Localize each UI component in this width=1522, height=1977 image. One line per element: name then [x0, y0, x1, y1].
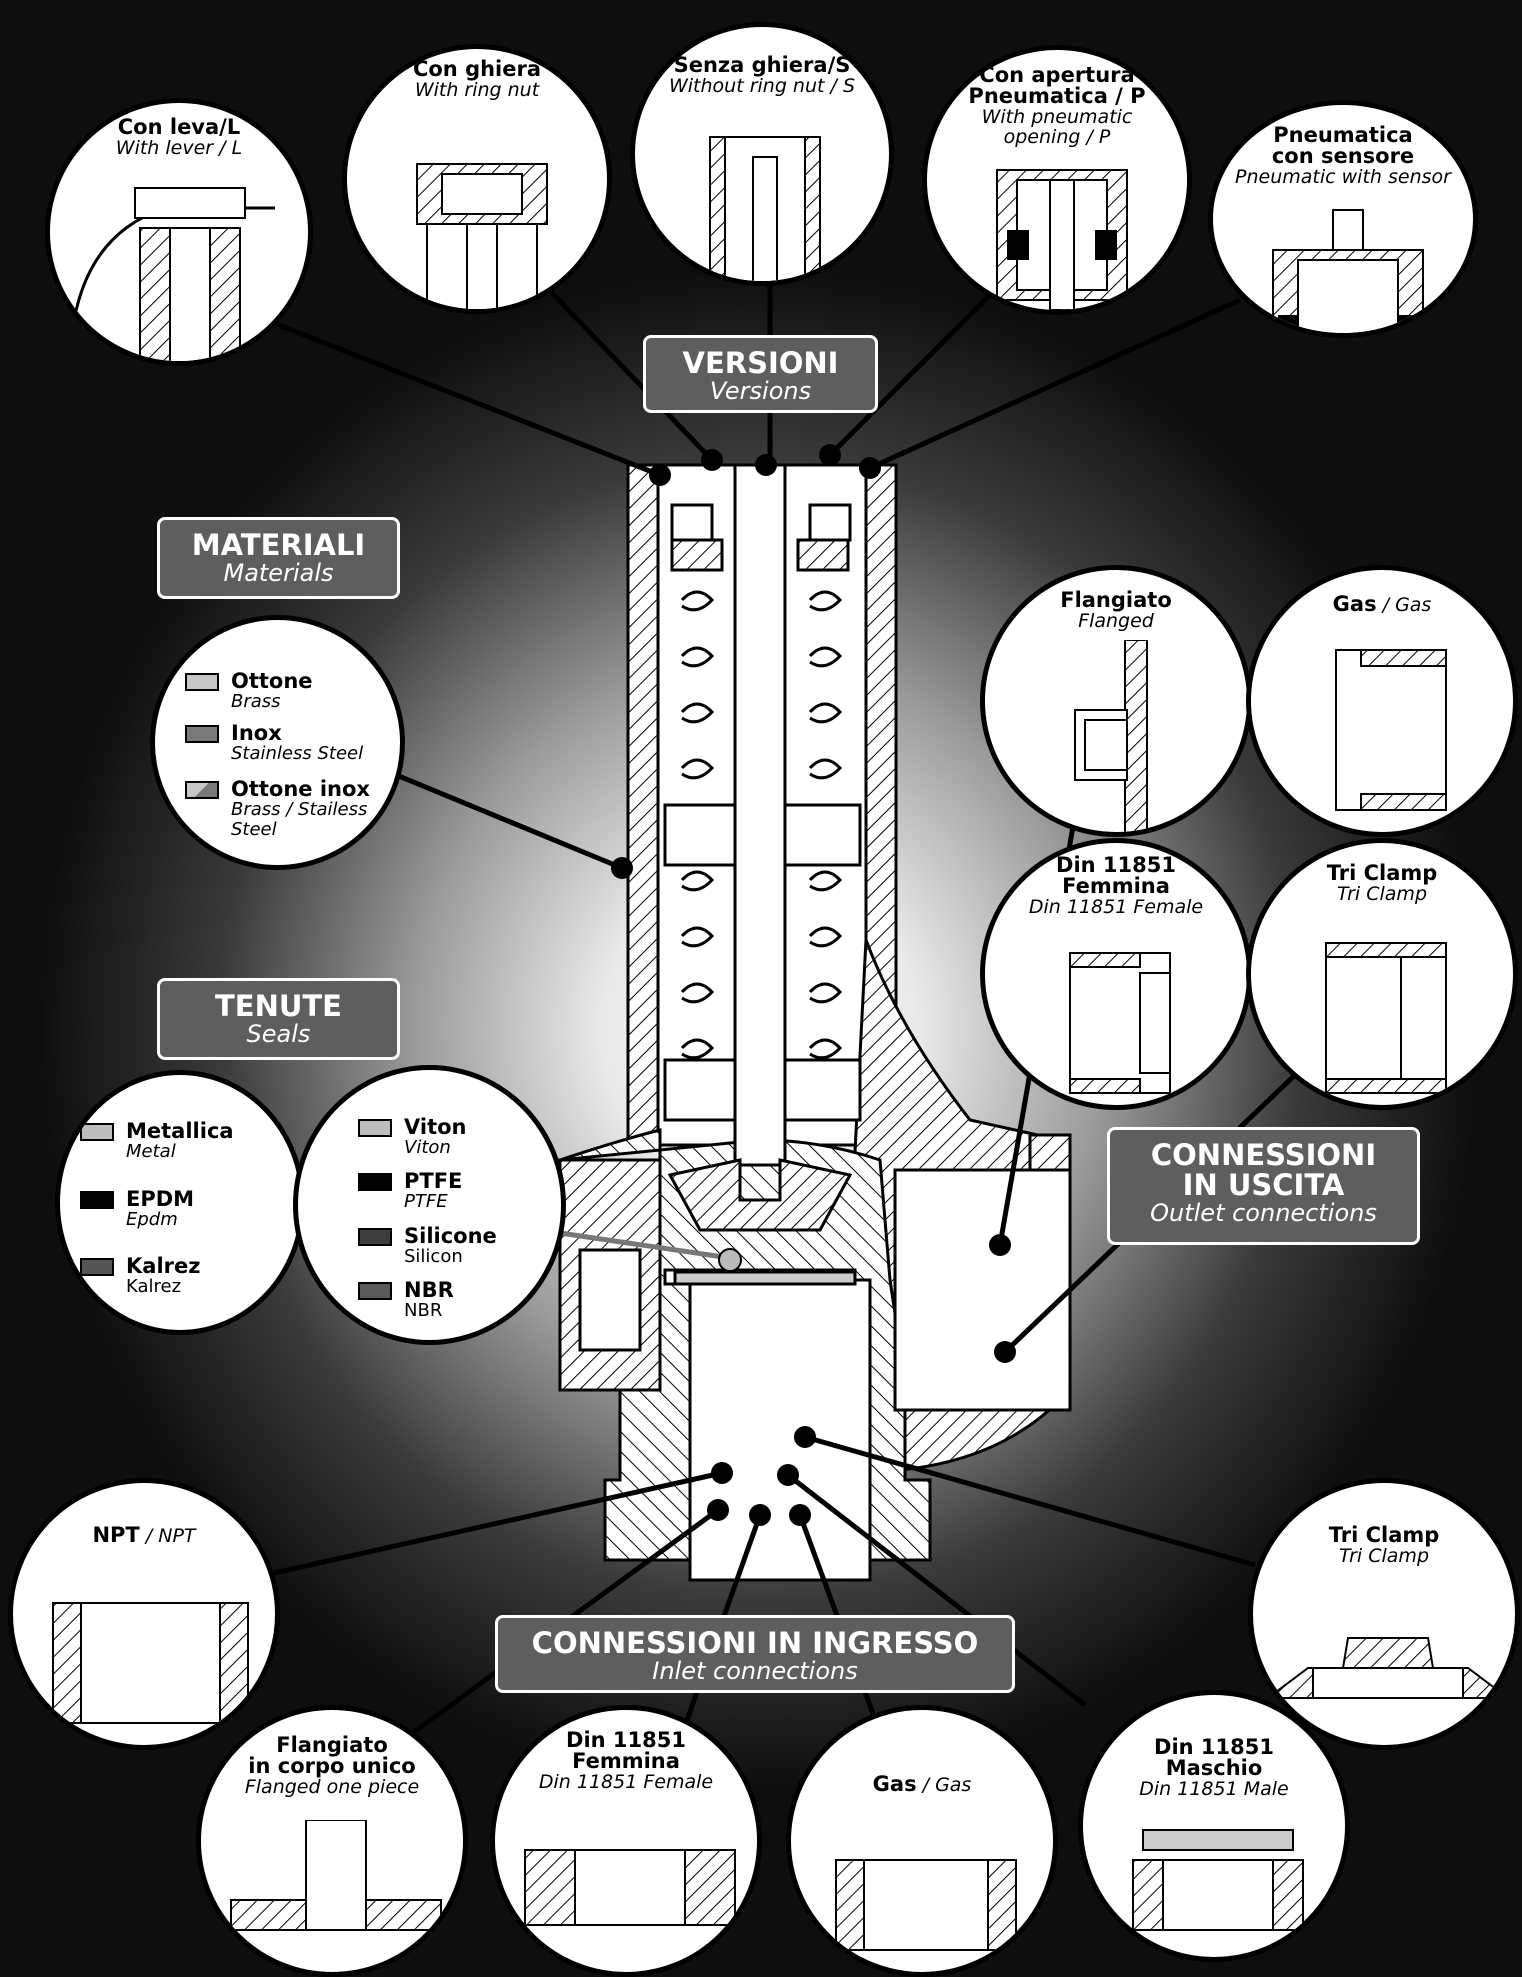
seal-swatch-epdm	[80, 1191, 114, 1209]
spring-coil	[808, 926, 843, 948]
spring-coil	[808, 870, 843, 892]
connector-dots	[611, 444, 1016, 1526]
outlet-circle-din-female: Din 11851 Femmina Din 11851 Female	[980, 838, 1252, 1110]
without-ring-nut-drawing	[709, 136, 821, 281]
inlet-connections-label: CONNESSIONI IN INGRESSO Inlet connection…	[495, 1615, 1015, 1693]
seal-swatch-kalrez	[80, 1258, 114, 1276]
valve-section	[558, 463, 1072, 1582]
materials-legend-circle: Ottone Brass Inox Stainless Steel Ottone…	[150, 615, 405, 870]
version-circle-pneumatic: Con apertura Pneumatica / P With pneumat…	[922, 45, 1192, 315]
inlet-circle-din-male: Din 11851 Maschio Din 11851 Male	[1078, 1690, 1350, 1962]
spring-coil	[808, 982, 843, 1004]
version-circle-ring-nut: Con ghiera With ring nut	[342, 44, 612, 314]
inlet-circle-tri-clamp: Tri Clamp Tri Clamp	[1248, 1478, 1520, 1750]
material-swatch-brass	[185, 673, 219, 691]
inlet-circle-din-female: Din 11851 Femmina Din 11851 Female	[490, 1705, 762, 1977]
seal-swatch-ptfe	[358, 1173, 392, 1191]
spring-coil	[680, 590, 715, 612]
inlet-din-male-drawing	[1132, 1829, 1304, 1931]
spring-coil	[680, 926, 715, 948]
version-circle-without-ring-nut: Senza ghiera/S Without ring nut / S	[630, 22, 894, 286]
pneumatic-sensor-drawing	[1272, 209, 1424, 333]
spring-coil	[680, 758, 715, 780]
inlet-circle-npt: NPT / NPT	[8, 1478, 280, 1750]
inlet-npt-drawing	[52, 1602, 249, 1724]
outlet-circle-tri-clamp: Tri Clamp Tri Clamp	[1246, 838, 1518, 1110]
inlet-circle-flanged-one-piece: Flangiato in corpo unico Flanged one pie…	[196, 1705, 468, 1977]
spring-coil	[680, 870, 715, 892]
spring-coil	[680, 1038, 715, 1060]
spring-coil	[680, 982, 715, 1004]
outlet-gas-drawing	[1335, 649, 1447, 811]
versions-label: VERSIONI Versions	[643, 335, 878, 413]
lever-version-drawing	[68, 187, 275, 361]
outlet-din-female-drawing	[1069, 952, 1171, 1094]
seals-legend-circle-left: Metallica Metal EPDM Epdm Kalrez Kalrez	[55, 1070, 305, 1335]
pneumatic-version-drawing	[996, 169, 1128, 310]
inlet-circle-gas: Gas / Gas	[786, 1705, 1058, 1977]
inlet-gas-drawing	[835, 1859, 1017, 1951]
seals-legend-circle-right: Viton Viton PTFE PTFE Silicone Silicon N…	[293, 1065, 566, 1345]
seal-swatch-metal	[80, 1123, 114, 1141]
seals-label: TENUTE Seals	[157, 978, 400, 1060]
outlet-tri-clamp-drawing	[1325, 942, 1447, 1094]
seal-swatch-viton	[358, 1119, 392, 1137]
materials-label: MATERIALI Materials	[157, 517, 400, 599]
outlet-circle-flanged: Flangiato Flanged	[980, 565, 1252, 837]
spring-coil	[680, 702, 715, 724]
spring-coil	[808, 758, 843, 780]
material-swatch-brass-stainless	[185, 781, 219, 799]
inlet-flanged-drawing	[230, 1820, 442, 1931]
version-circle-lever: Con leva/L With lever / L	[45, 98, 313, 366]
outlet-connections-label: CONNESSIONI IN USCITA Outlet connections	[1107, 1127, 1420, 1245]
spring-coils	[680, 590, 843, 1060]
seal-swatch-nbr	[358, 1282, 392, 1300]
ring-nut-version-drawing	[416, 163, 548, 309]
outlet-flanged-drawing	[1074, 640, 1148, 832]
material-swatch-stainless	[185, 725, 219, 743]
spring-coil	[808, 646, 843, 668]
version-circle-pneumatic-sensor: Pneumatica con sensore Pneumatic with se…	[1208, 100, 1478, 338]
spring-coil	[808, 1038, 843, 1060]
spring-coil	[680, 646, 715, 668]
inlet-tri-clamp-drawing	[1265, 1637, 1511, 1699]
seal-swatch-silicone	[358, 1228, 392, 1246]
spring-coil	[808, 590, 843, 612]
outlet-circle-gas: Gas / Gas	[1246, 565, 1518, 837]
spring-coil	[808, 702, 843, 724]
inlet-din-female-drawing	[524, 1849, 736, 1926]
